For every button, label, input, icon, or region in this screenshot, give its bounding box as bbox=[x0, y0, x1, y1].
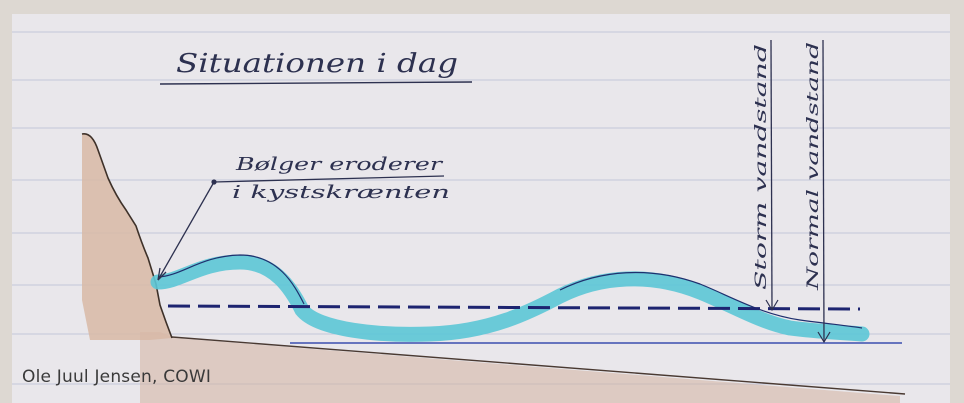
sketch-title: Situationen i dag bbox=[176, 49, 458, 79]
wave-band bbox=[150, 254, 870, 342]
cliff-outline bbox=[81, 133, 173, 339]
storm-vandstand-label: Storm vandstand bbox=[751, 44, 770, 290]
annotation-line-2: i kystskrænten bbox=[232, 182, 450, 203]
title-underline bbox=[159, 81, 473, 85]
wave-outline-crest bbox=[559, 271, 863, 329]
coastal-cliff bbox=[82, 133, 172, 340]
leader-arrowhead bbox=[157, 267, 167, 281]
seabed bbox=[140, 332, 900, 403]
leader-arrow bbox=[157, 181, 215, 281]
storm-vertical-line bbox=[770, 39, 773, 311]
annotation-line-1: Bølger eroderer bbox=[235, 154, 444, 175]
normal-vertical-line bbox=[822, 39, 825, 343]
storm-arrow-tip bbox=[765, 299, 779, 312]
annotation-underline bbox=[213, 175, 445, 183]
photo-credit: Ole Juul Jensen, COWI bbox=[22, 367, 212, 387]
seabed-outline bbox=[171, 336, 906, 395]
normal-arrow-tip bbox=[817, 331, 831, 344]
normal-vandstand-label: Normal vandstand bbox=[803, 42, 822, 292]
wave-outline-top bbox=[157, 254, 305, 305]
storm-water-dashed-line bbox=[167, 304, 861, 311]
